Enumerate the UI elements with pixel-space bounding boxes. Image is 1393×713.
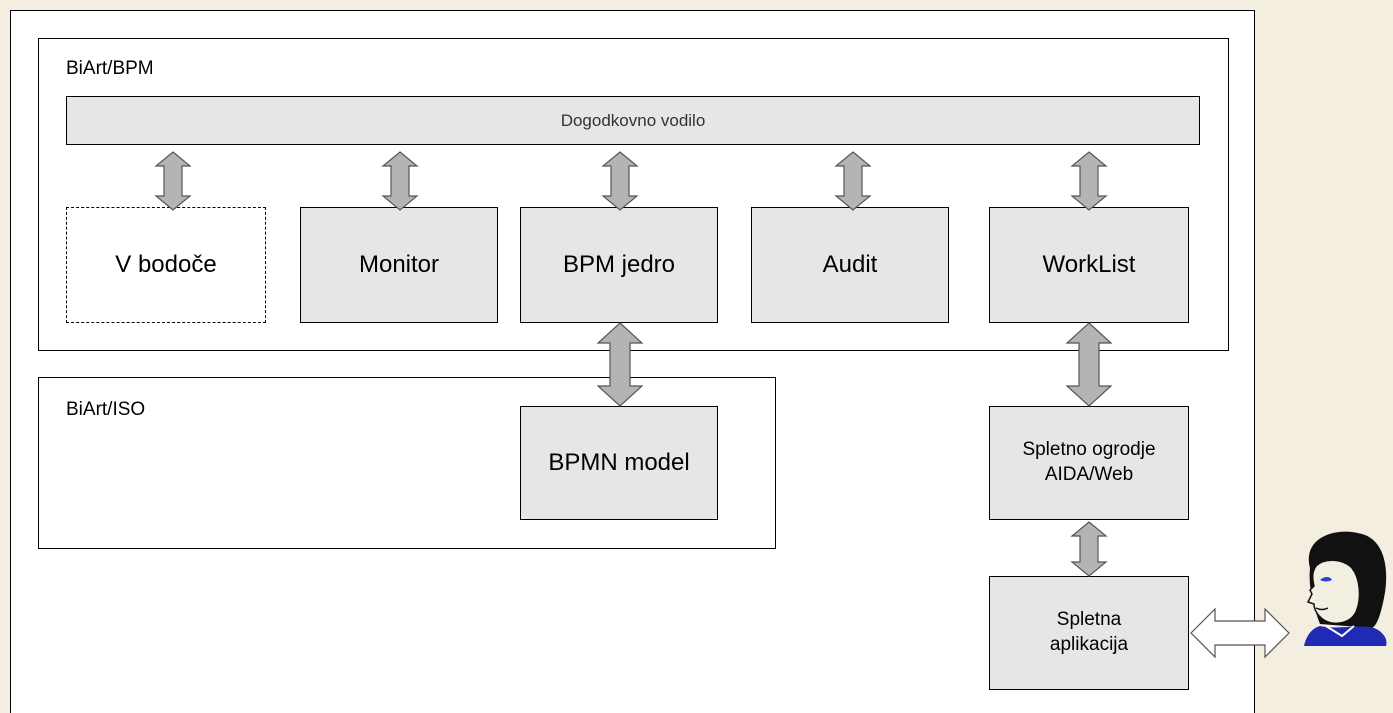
bpm-core-component: BPM jedro <box>520 207 718 323</box>
biart-bpm-title: BiArt/BPM <box>66 58 154 79</box>
web-framework-component: Spletno ogrodje AIDA/Web <box>989 406 1189 520</box>
web-framework-line2: AIDA/Web <box>1044 464 1134 485</box>
framework-webapp-arrow <box>1070 521 1108 577</box>
monitor-component: Monitor <box>300 207 498 323</box>
biart-iso-title: BiArt/ISO <box>66 399 146 420</box>
user-icon <box>1304 531 1387 646</box>
web-app-line1: Spletna <box>1056 609 1122 631</box>
web-framework-line1: Spletno ogrodje <box>1022 439 1156 461</box>
bus-future-arrow <box>154 151 192 211</box>
future-component: V bodoče <box>66 207 266 323</box>
bus-worklist-arrow <box>1070 151 1108 211</box>
bus-monitor-arrow <box>381 151 419 211</box>
bus-audit-arrow <box>834 151 872 211</box>
web-app-line2: aplikacija <box>1049 634 1129 655</box>
worklist-framework-arrow <box>1065 322 1113 407</box>
audit-component: Audit <box>751 207 949 323</box>
bpmn-model-component: BPMN model <box>520 406 718 520</box>
worklist-component: WorkList <box>989 207 1189 323</box>
bus-bpm-core-arrow <box>601 151 639 211</box>
event-bus: Dogodkovno vodilo <box>66 96 1200 145</box>
bpm-core-bpmn-arrow <box>596 322 644 407</box>
webapp-user-arrow <box>1190 607 1290 659</box>
